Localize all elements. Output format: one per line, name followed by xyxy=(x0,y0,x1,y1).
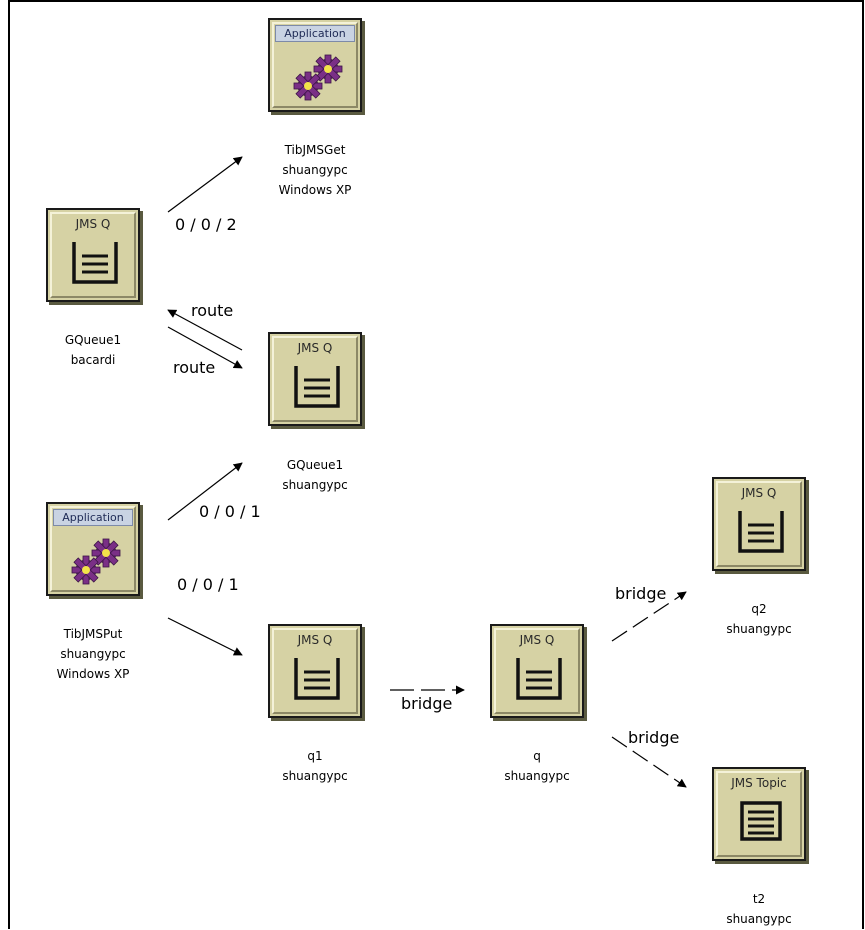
gears-icon xyxy=(293,54,343,101)
node-type-label: JMS Q xyxy=(297,633,333,647)
node-caption-q1: q1 shuangypc xyxy=(235,746,395,786)
caption-line: q xyxy=(533,749,541,763)
application-node-tibjmsget[interactable]: Application xyxy=(268,18,362,112)
node-type-label: Application xyxy=(53,509,133,526)
topic-icon xyxy=(740,801,782,841)
node-type-label: JMS Q xyxy=(297,341,333,355)
queue-node-q2[interactable]: JMS Q xyxy=(712,477,806,571)
node-caption-t2: t2 shuangypc xyxy=(679,889,839,929)
queue-icon xyxy=(294,658,340,700)
diagram-frame xyxy=(8,0,864,929)
edge-gq-bacardi-to-get xyxy=(167,156,243,213)
caption-line: shuangypc xyxy=(60,647,126,661)
edge-q-to-q2 xyxy=(611,591,687,642)
caption-line: GQueue1 xyxy=(286,458,344,472)
caption-line: shuangypc xyxy=(282,163,348,177)
edge-put-to-q1 xyxy=(167,617,243,656)
caption-line: shuangypc xyxy=(726,622,792,636)
node-caption-gqueue1-shuangypc: GQueue1 shuangypc xyxy=(235,455,395,495)
topic-node-t2[interactable]: JMS Topic xyxy=(712,767,806,861)
node-type-label: JMS Q xyxy=(741,486,777,500)
node-caption-q: q shuangypc xyxy=(457,746,617,786)
edge-label-q1-to-q: bridge xyxy=(400,694,454,713)
queue-icon xyxy=(738,511,784,553)
queue-icon xyxy=(294,366,340,408)
edge-route-back xyxy=(167,309,243,351)
queue-icon xyxy=(72,242,118,284)
node-type-label: Application xyxy=(275,25,355,42)
caption-line: q1 xyxy=(307,749,323,763)
node-type-label: JMS Topic xyxy=(731,776,787,790)
caption-line: q2 xyxy=(751,602,767,616)
caption-line: TibJMSGet xyxy=(284,143,346,157)
edge-q-to-t2 xyxy=(611,736,687,788)
queue-node-gqueue1-shuangypc[interactable]: JMS Q xyxy=(268,332,362,426)
node-type-label: JMS Q xyxy=(519,633,555,647)
edge-label-put-to-gq: 0 / 0 / 1 xyxy=(198,502,262,521)
caption-line: shuangypc xyxy=(504,769,570,783)
node-type-label: JMS Q xyxy=(75,217,111,231)
edge-label-q-to-t2: bridge xyxy=(627,728,681,747)
caption-line: shuangypc xyxy=(726,912,792,926)
edge-label-route-fwd: route xyxy=(172,358,217,377)
gears-icon xyxy=(71,538,121,585)
queue-node-gqueue1-bacardi[interactable]: JMS Q xyxy=(46,208,140,302)
caption-line: t2 xyxy=(752,892,766,906)
caption-line: bacardi xyxy=(70,353,116,367)
caption-line: Windows XP xyxy=(56,667,130,681)
edge-label-q-to-q2: bridge xyxy=(614,584,668,603)
node-caption-q2: q2 shuangypc xyxy=(679,599,839,639)
caption-line: shuangypc xyxy=(282,478,348,492)
edge-route-fwd xyxy=(167,326,243,369)
node-caption-gqueue1-bacardi: GQueue1 bacardi xyxy=(13,330,173,370)
edge-put-to-gq xyxy=(167,462,243,521)
queue-node-q[interactable]: JMS Q xyxy=(490,624,584,718)
node-caption-tibjmsget: TibJMSGet shuangypc Windows XP xyxy=(235,140,395,200)
queue-node-q1[interactable]: JMS Q xyxy=(268,624,362,718)
edge-label-put-to-q1: 0 / 0 / 1 xyxy=(176,575,240,594)
queue-icon xyxy=(516,658,562,700)
caption-line: TibJMSPut xyxy=(63,627,123,641)
node-caption-tibjmsput: TibJMSPut shuangypc Windows XP xyxy=(13,624,173,684)
edge-label-gq-bacardi-to-get: 0 / 0 / 2 xyxy=(174,215,238,234)
edge-label-route-back: route xyxy=(190,301,235,320)
caption-line: GQueue1 xyxy=(64,333,122,347)
application-node-tibjmsput[interactable]: Application xyxy=(46,502,140,596)
caption-line: shuangypc xyxy=(282,769,348,783)
caption-line: Windows XP xyxy=(278,183,352,197)
